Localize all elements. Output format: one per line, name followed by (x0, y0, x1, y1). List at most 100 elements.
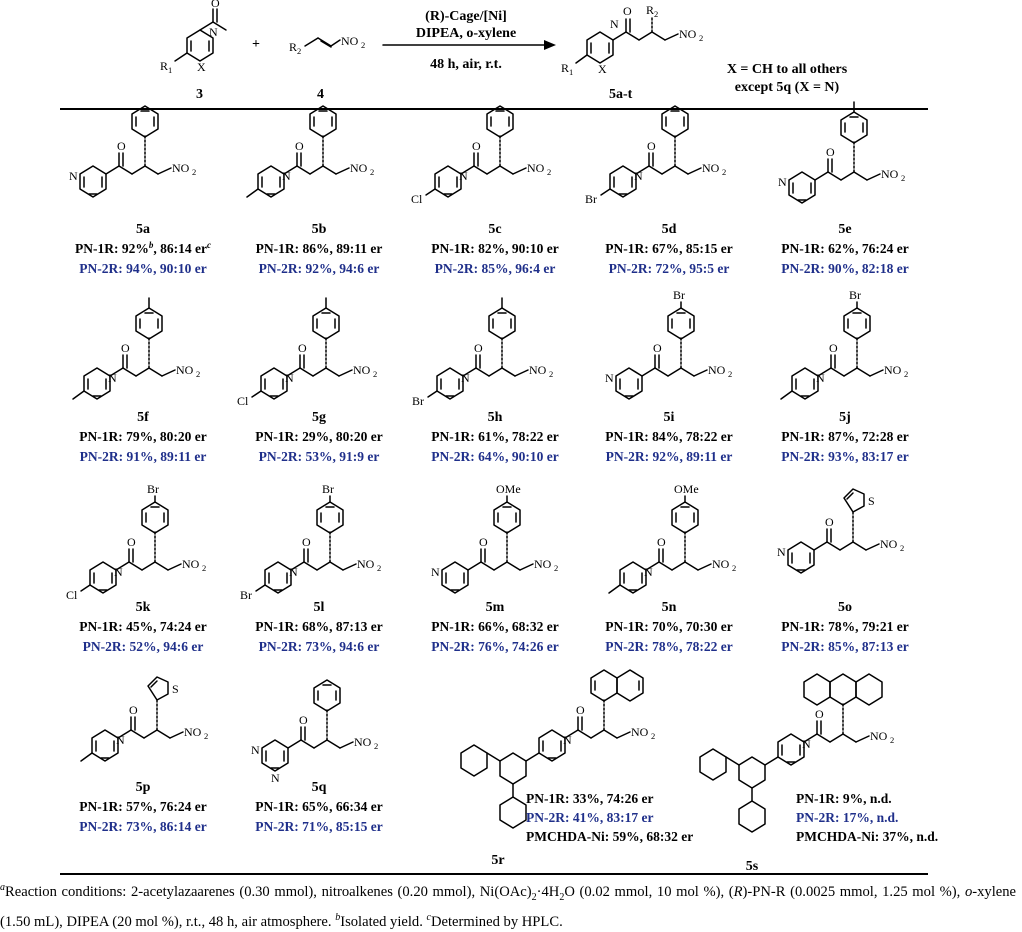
svg-text:O: O (298, 341, 307, 355)
result-pn2r: PN-2R: 17%, n.d. (796, 810, 898, 825)
compound-label: 5e (838, 222, 851, 237)
entry-5f: N O NO 2 (72, 297, 200, 400)
svg-text:N: N (431, 565, 440, 579)
svg-text:2: 2 (196, 369, 200, 379)
svg-text:NO: NO (172, 161, 190, 175)
result-pn1r: PN-1R: 87%, 72:28 er (781, 429, 908, 444)
compound-label: 5i (664, 410, 675, 425)
svg-text:O: O (299, 713, 308, 727)
compound-label: 5j (839, 410, 851, 425)
svg-text:Br: Br (322, 482, 334, 496)
compound-label: 5m (486, 600, 505, 615)
compound-label: 5h (488, 410, 503, 425)
svg-text:NO: NO (712, 557, 730, 571)
svg-text:2: 2 (370, 167, 374, 177)
svg-text:2: 2 (373, 369, 377, 379)
svg-text:Br: Br (412, 394, 424, 408)
svg-text:O: O (657, 535, 666, 549)
svg-text:2: 2 (374, 741, 378, 751)
r2-atom: R (289, 40, 297, 54)
condition-base-solvent: DIPEA, o-xylene (416, 26, 516, 41)
svg-text:2: 2 (192, 167, 196, 177)
entry-5g: Cl N O NO 2 (237, 297, 377, 408)
entry-5e: N O NO 2 (778, 101, 905, 204)
compound-label: 5p (136, 780, 151, 795)
svg-text:NO: NO (631, 725, 649, 739)
result-pn1r: PN-1R: 45%, 74:24 er (79, 619, 206, 634)
result-pn2r: PN-2R: 92%, 89:11 er (606, 449, 733, 464)
results: 5a PN-1R: 92%b, 86:14 erc PN-2R: 94%, 90… (75, 222, 938, 874)
svg-text:N: N (251, 743, 260, 757)
svg-text:NO: NO (354, 735, 372, 749)
result-pn2r: PN-2R: 90%, 82:18 er (781, 261, 908, 276)
compound-label: 5g (312, 410, 326, 425)
svg-text:NO: NO (176, 363, 194, 377)
result-pn1r: PN-1R: 79%, 80:20 er (79, 429, 206, 444)
compound-label: 5r (491, 853, 504, 868)
condition-catalyst: (R)-Cage/[Ni] (425, 9, 507, 24)
svg-text:NO: NO (184, 725, 202, 739)
svg-text:2: 2 (547, 167, 551, 177)
result-pn2r: PN-2R: 73%, 86:14 er (79, 819, 206, 834)
svg-text:NO: NO (534, 557, 552, 571)
result-pn1r: PN-1R: 78%, 79:21 er (781, 619, 908, 634)
x-note-line1: X = CH to all others (727, 62, 848, 77)
svg-text:Cl: Cl (237, 394, 249, 408)
entry-5h: Br N O NO 2 (412, 297, 553, 408)
svg-text:2: 2 (732, 563, 736, 573)
svg-text:N: N (459, 169, 468, 183)
svg-text:N: N (644, 565, 653, 579)
svg-text:O: O (825, 515, 834, 529)
no2-atom: NO (341, 34, 359, 48)
svg-text:O: O (829, 341, 838, 355)
svg-text:1: 1 (569, 67, 573, 77)
result-pn2r: PN-2R: 71%, 85:15 er (255, 819, 382, 834)
result-pn1r: PN-1R: 33%, 74:26 er (526, 791, 653, 806)
svg-text:2: 2 (654, 9, 658, 19)
condition-time: 48 h, air, r.t. (430, 57, 502, 72)
svg-text:O: O (474, 341, 483, 355)
svg-text:NO: NO (350, 161, 368, 175)
svg-text:2: 2 (377, 563, 381, 573)
svg-text:2: 2 (901, 173, 905, 183)
result-pn2r: PN-2R: 91%, 89:11 er (80, 449, 207, 464)
svg-text:O: O (623, 4, 632, 18)
entry-5o: S N O NO 2 (777, 488, 904, 574)
result-pn1r: PN-1R: 9%, n.d. (796, 791, 892, 806)
svg-text:N: N (605, 371, 614, 385)
result-pn1r: PN-1R: 84%, 78:22 er (605, 429, 732, 444)
svg-text:S: S (172, 682, 179, 696)
svg-text:NO: NO (679, 27, 697, 41)
result-pn2r: PN-2R: 92%, 94:6 er (259, 261, 380, 276)
svg-text:O: O (653, 341, 662, 355)
svg-text:N: N (69, 169, 78, 183)
n-atom: N (209, 25, 218, 39)
compound-label: 5s (746, 859, 759, 874)
svg-text:Cl: Cl (66, 588, 78, 602)
product-5: N O X R 2 R 1 NO 2 5a-t (561, 3, 703, 102)
reaction-scheme: N O X R 1 3 + R 2 NO 2 4 (R)-Cage/[Ni] D… (60, 0, 938, 875)
svg-text:1: 1 (168, 65, 172, 75)
entry-5l: Br Br N O NO 2 (240, 482, 381, 602)
reactant-4-label: 4 (317, 87, 324, 102)
svg-text:2: 2 (297, 46, 301, 56)
svg-text:O: O (117, 139, 126, 153)
entry-5j: Br N O NO 2 (780, 288, 908, 400)
entry-5k: Br Cl N O NO 2 (66, 482, 206, 602)
entry-5c: Cl N O NO 2 (411, 105, 551, 206)
svg-text:Br: Br (147, 482, 159, 496)
result-pn1r: PN-1R: 66%, 68:32 er (431, 619, 558, 634)
svg-text:N: N (271, 771, 280, 785)
svg-text:Br: Br (585, 192, 597, 206)
svg-text:2: 2 (361, 40, 365, 50)
plus-sign: + (252, 37, 260, 52)
result-pmchda: PMCHDA-Ni: 59%, 68:32 er (526, 829, 693, 844)
svg-text:N: N (289, 565, 298, 579)
svg-text:NO: NO (880, 537, 898, 551)
compound-label: 5q (312, 780, 327, 795)
svg-text:2: 2 (651, 731, 655, 741)
svg-text:N: N (282, 169, 291, 183)
result-pn1r: PN-1R: 57%, 76:24 er (79, 799, 206, 814)
svg-text:N: N (777, 545, 786, 559)
reactant-4: R 2 NO 2 4 (289, 34, 365, 102)
